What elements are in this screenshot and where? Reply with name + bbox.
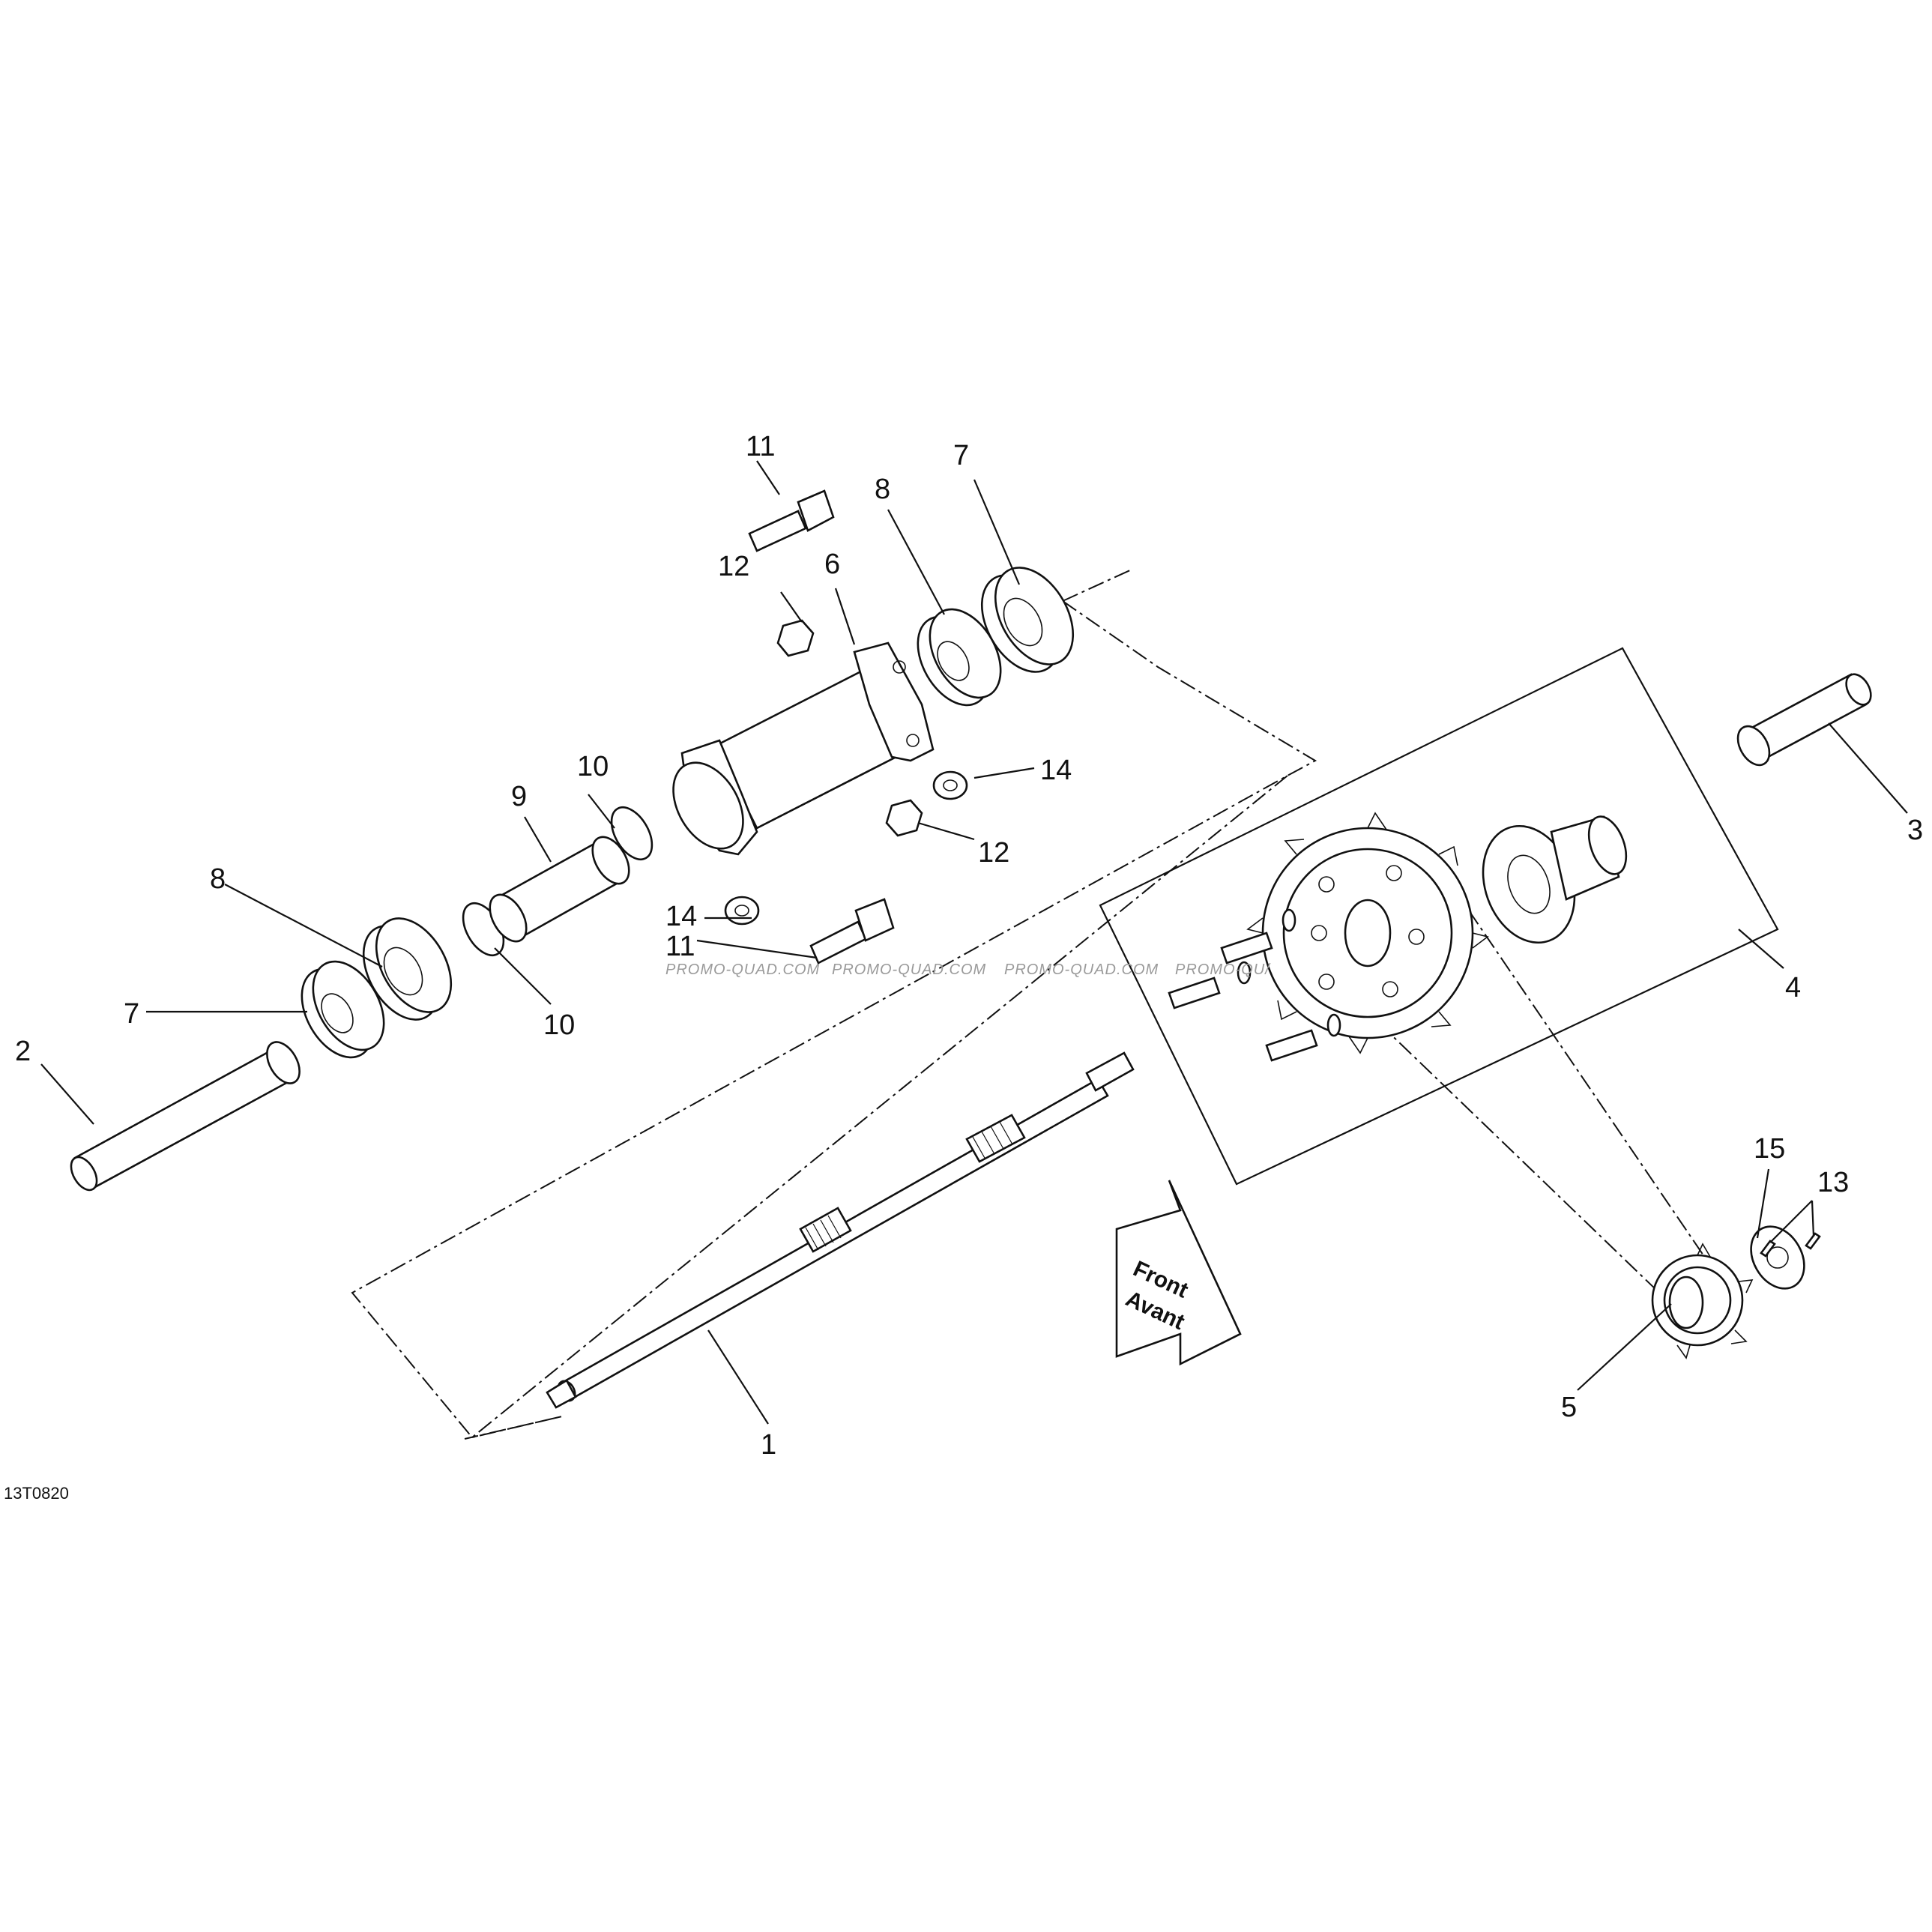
pin-part-3	[1736, 673, 1872, 767]
callout-10-bottom: 10	[543, 1009, 575, 1041]
callout-4: 4	[1785, 972, 1801, 1003]
washer-part-14-right	[932, 770, 968, 800]
chain-line	[1378, 910, 1717, 1312]
pin-part-2	[70, 1041, 301, 1192]
hub-part-4	[1482, 815, 1628, 944]
callout-7-left: 7	[124, 998, 139, 1030]
bearing-part-8-left	[362, 917, 453, 1021]
front-direction-arrow: Front Avant	[1115, 1180, 1242, 1366]
callout-14-right: 14	[1040, 755, 1072, 786]
assembly-outline-left	[351, 600, 1317, 1440]
callout-9: 9	[511, 781, 527, 812]
nut-part-12-bottom	[885, 799, 923, 837]
callout-14-left: 14	[665, 901, 697, 932]
callout-8-left: 8	[210, 863, 226, 895]
watermark-2: PROMO-QUAD.COM	[832, 962, 986, 978]
housing-part-6	[672, 642, 935, 856]
bearing-part-7-left	[301, 960, 385, 1059]
watermark-1: PROMO-QUAD.COM	[665, 962, 820, 978]
callout-10-top: 10	[577, 751, 609, 782]
callout-12-bottom: 12	[978, 837, 1009, 869]
bearing-part-8-right	[917, 608, 1002, 707]
callout-8-top: 8	[875, 474, 890, 505]
sprocket-bolts-part-4	[1168, 908, 1341, 1062]
sleeve-part-9	[489, 836, 630, 943]
callout-3: 3	[1907, 815, 1923, 846]
leader-lines	[40, 460, 1908, 1425]
callout-2: 2	[15, 1036, 31, 1067]
screws-part-13	[1760, 1232, 1821, 1258]
sprocket-assembly-box	[1099, 647, 1779, 1186]
callout-1: 1	[761, 1429, 776, 1461]
bearing-part-7-right	[980, 567, 1075, 673]
callout-11-bottom: 11	[665, 931, 695, 962]
watermark-4: PROMO-QU/	[1175, 962, 1271, 978]
bolt-part-11-top	[748, 489, 835, 552]
assembly-outline-axis	[471, 569, 1288, 1438]
callout-12-top: 12	[718, 551, 749, 582]
plate-part-15	[1750, 1225, 1805, 1290]
nut-part-12-top	[776, 619, 815, 657]
drive-shaft-part-1	[546, 1051, 1135, 1409]
figure-code: 13T0820	[4, 1484, 69, 1503]
bolt-part-11-bottom	[809, 898, 895, 965]
callout-7-top: 7	[953, 440, 969, 471]
sprocket-part-4	[1246, 812, 1489, 1054]
ring-part-10-upper	[610, 806, 653, 860]
callout-13: 13	[1817, 1167, 1849, 1198]
callout-11-top: 11	[746, 431, 775, 462]
callout-6: 6	[824, 549, 840, 580]
callout-15: 15	[1754, 1133, 1785, 1165]
washer-part-14-left	[724, 896, 760, 926]
watermark-3: PROMO-QUAD.COM	[1004, 962, 1159, 978]
callout-5: 5	[1561, 1392, 1577, 1423]
sprocket-part-5	[1651, 1243, 1754, 1359]
